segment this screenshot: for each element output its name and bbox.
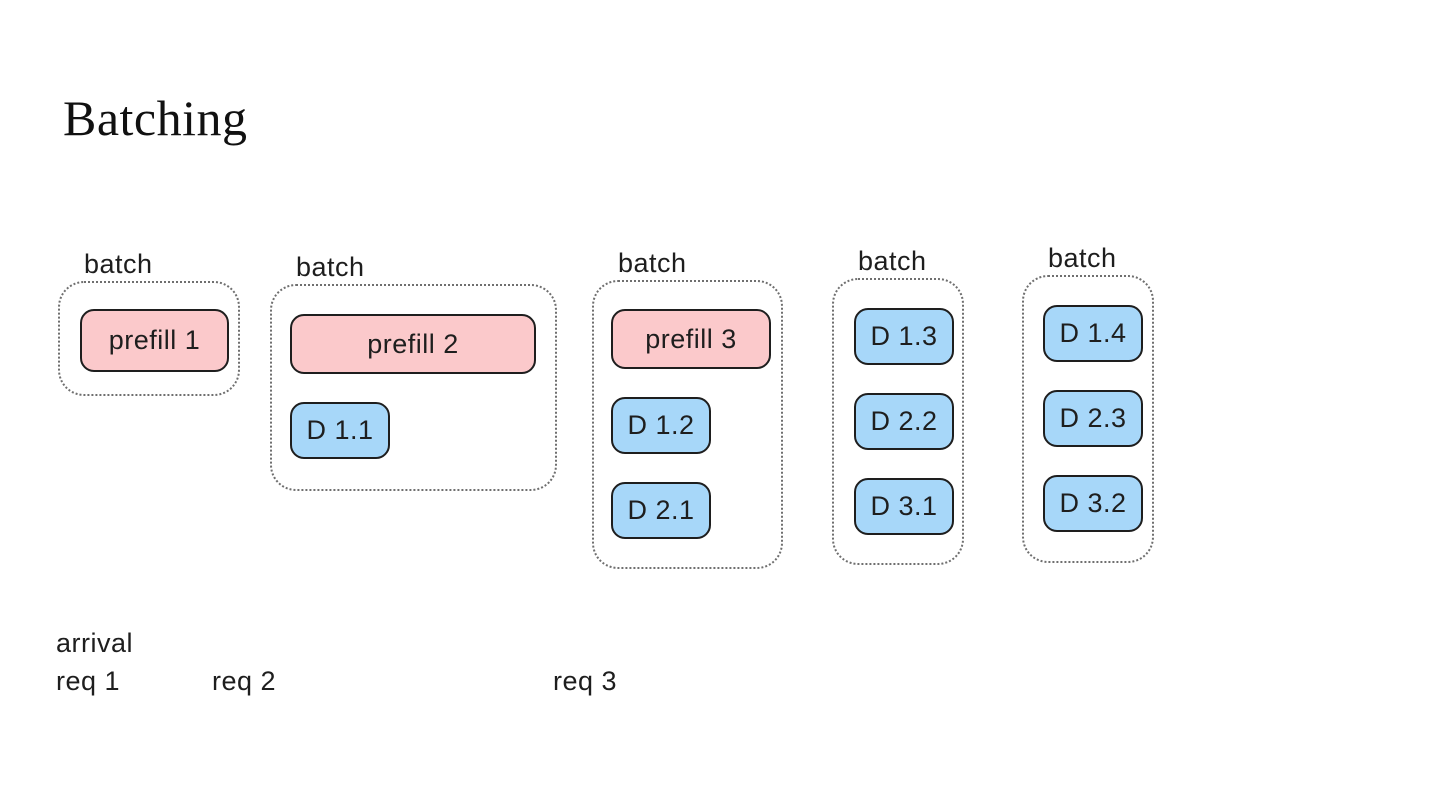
batch-group-5: batch D 1.4 D 2.3 D 3.2 <box>1022 242 1154 563</box>
req-3-label: req 3 <box>553 666 618 696</box>
batch-2-label: batch <box>296 252 365 282</box>
arrival-label: arrival <box>56 628 134 658</box>
batch-1-container: prefill 1 <box>58 281 240 396</box>
req-1-label: req 1 <box>56 666 121 696</box>
prefill-1-box: prefill 1 <box>80 309 229 372</box>
decode-1-2-box: D 1.2 <box>611 397 711 454</box>
decode-2-1-box: D 2.1 <box>611 482 711 539</box>
prefill-2-box: prefill 2 <box>290 314 536 374</box>
page-title: Batching <box>63 90 248 146</box>
prefill-3-box: prefill 3 <box>611 309 771 369</box>
batch-group-3: batch prefill 3 D 1.2 D 2.1 <box>592 247 783 569</box>
batch-3-label: batch <box>618 248 687 278</box>
decode-2-2-box: D 2.2 <box>854 393 954 450</box>
batch-group-4: batch D 1.3 D 2.2 D 3.1 <box>832 245 964 565</box>
decode-1-3-box: D 1.3 <box>854 308 954 365</box>
batch-2-container: prefill 2 D 1.1 <box>270 284 557 491</box>
decode-1-1-box: D 1.1 <box>290 402 390 459</box>
batch-5-container: D 1.4 D 2.3 D 3.2 <box>1022 275 1154 563</box>
batch-group-2: batch prefill 2 D 1.1 <box>270 251 557 491</box>
batch-4-container: D 1.3 D 2.2 D 3.1 <box>832 278 964 565</box>
batch-4-label: batch <box>858 246 927 276</box>
decode-2-3-box: D 2.3 <box>1043 390 1143 447</box>
batch-group-1: batch prefill 1 <box>58 248 240 396</box>
decode-3-2-box: D 3.2 <box>1043 475 1143 532</box>
decode-3-1-box: D 3.1 <box>854 478 954 535</box>
batch-3-container: prefill 3 D 1.2 D 2.1 <box>592 280 783 569</box>
req-2-label: req 2 <box>212 666 277 696</box>
batch-1-label: batch <box>84 249 153 279</box>
decode-1-4-box: D 1.4 <box>1043 305 1143 362</box>
batch-5-label: batch <box>1048 243 1117 273</box>
